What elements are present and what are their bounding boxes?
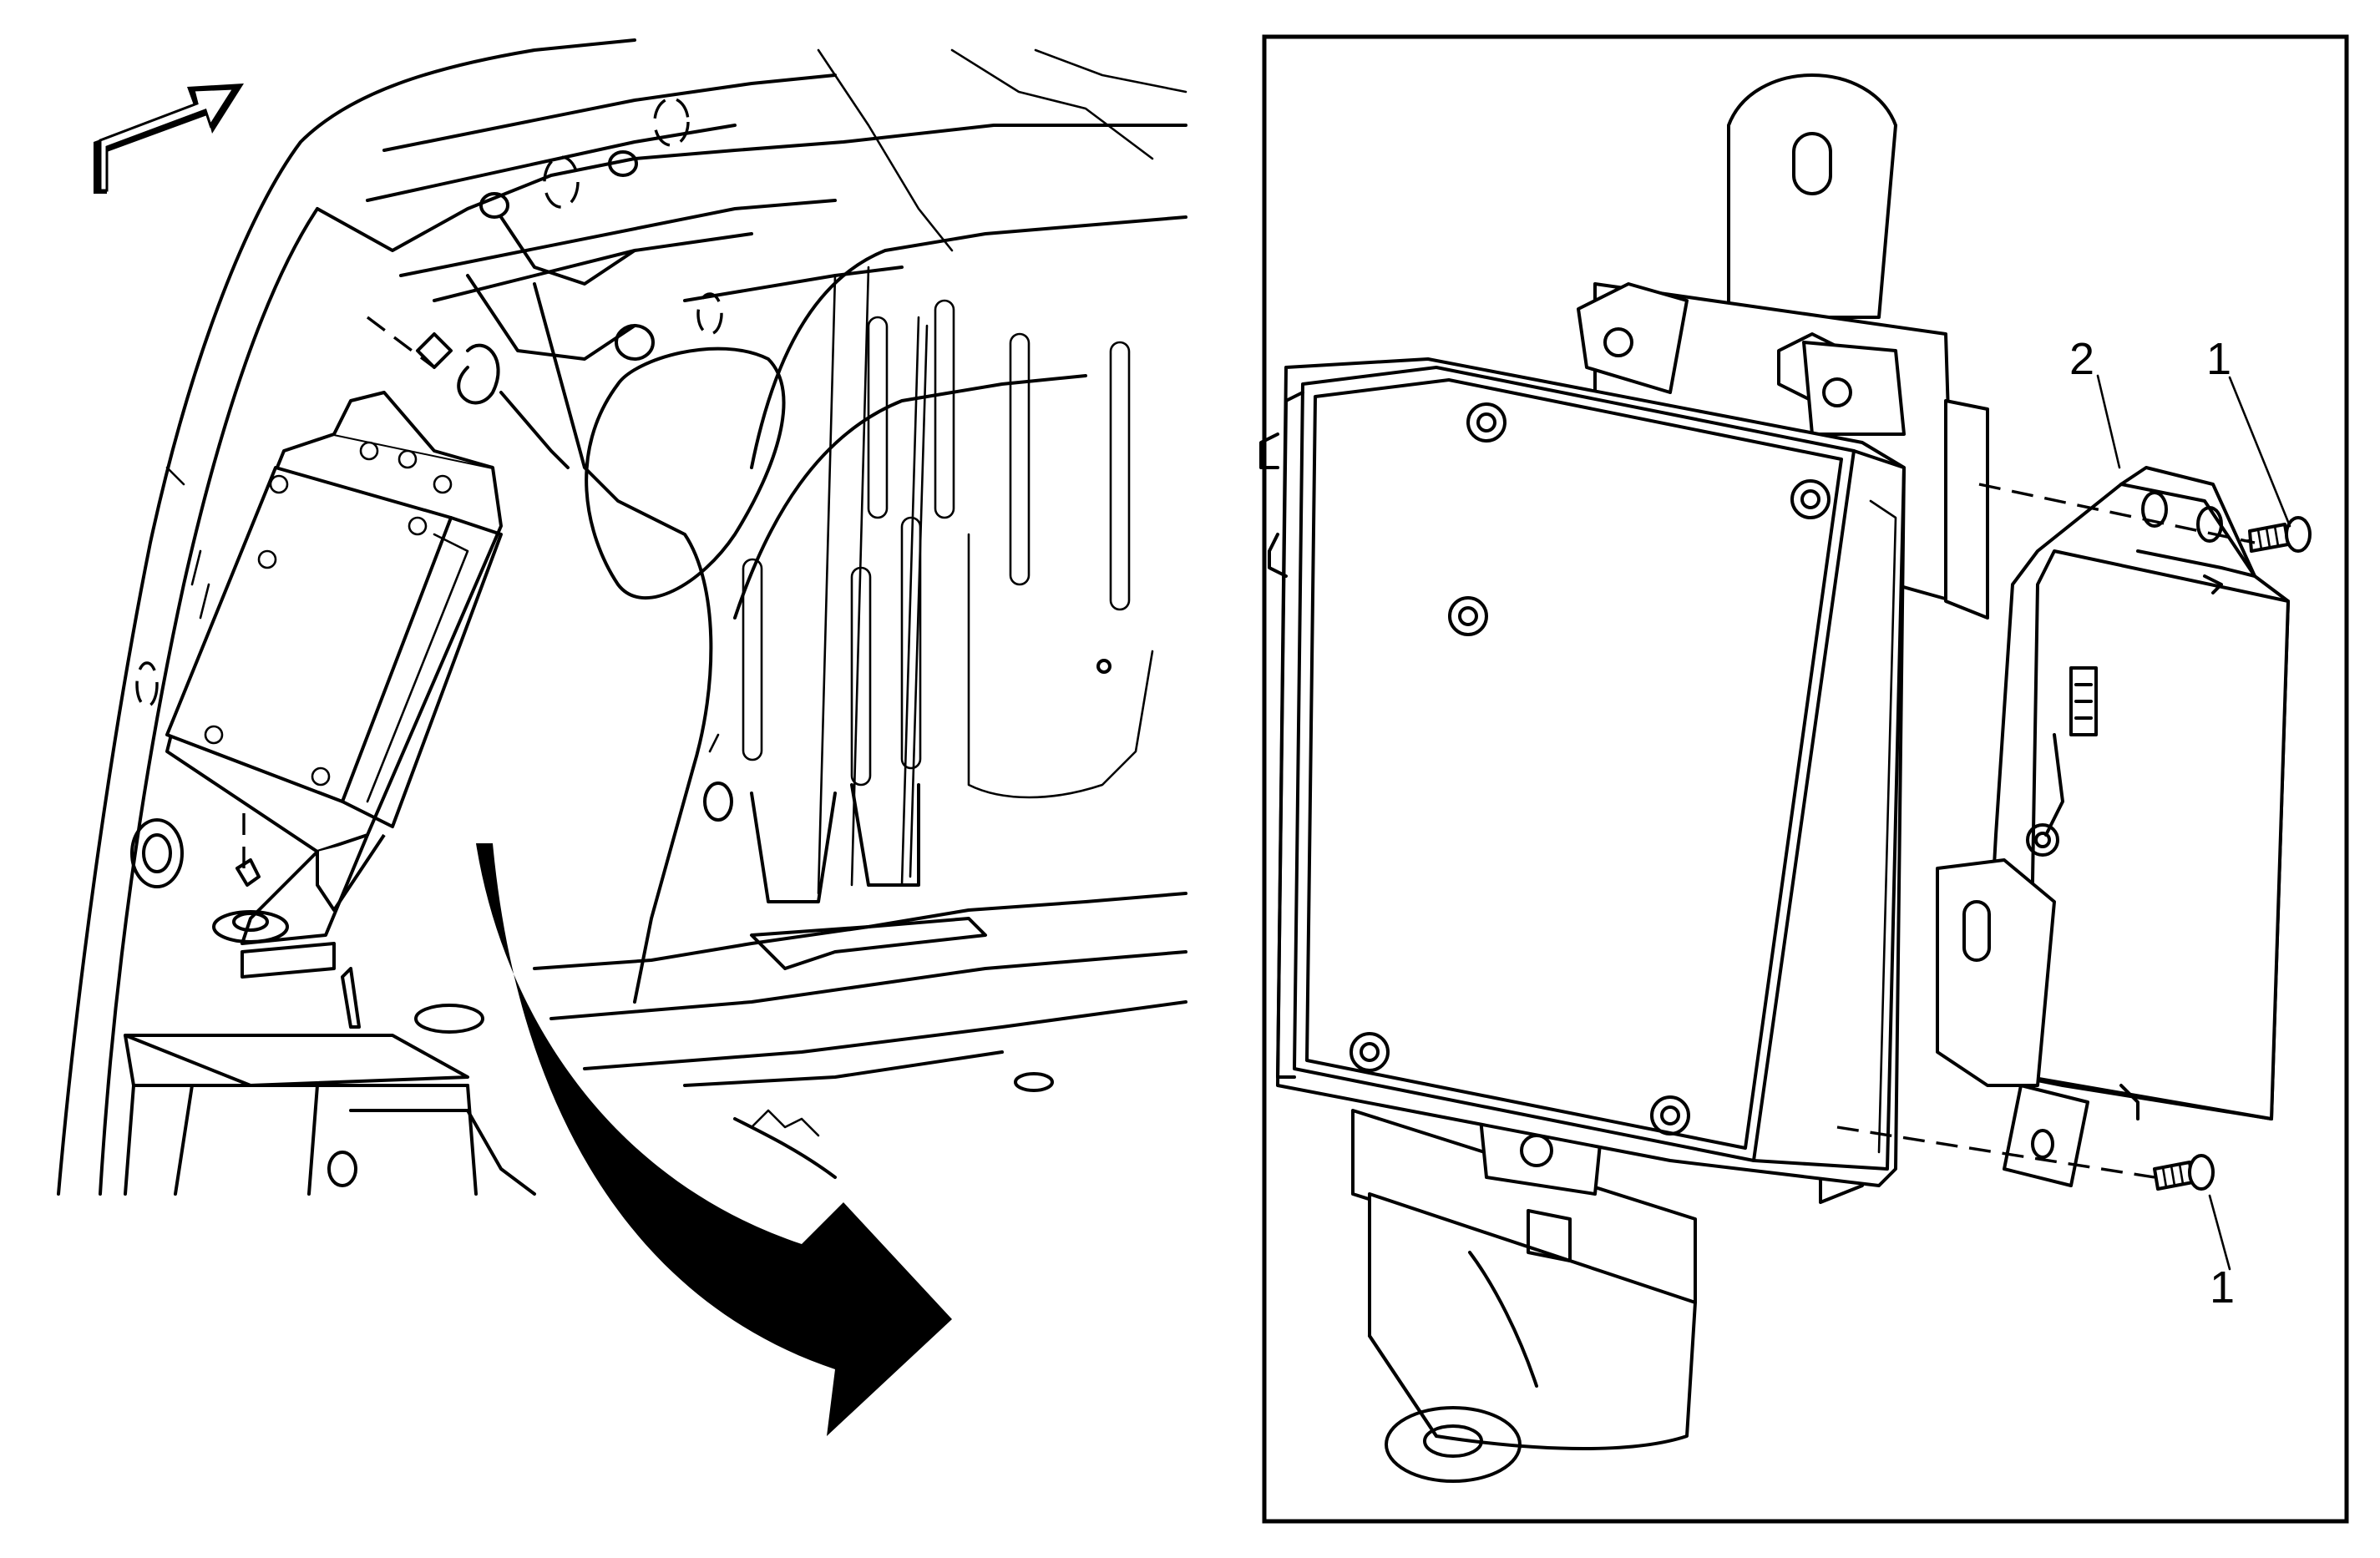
callout-1-lower-leader xyxy=(2208,1194,2231,1271)
rear-quarter-structure xyxy=(57,38,1187,1196)
module-installed-location xyxy=(165,316,570,1029)
antenna-bracket xyxy=(1936,466,2290,1187)
screw-upper-icon xyxy=(2243,516,2312,553)
callout-screw-upper: 1 xyxy=(2206,334,2231,384)
electronic-control-module xyxy=(1259,357,1906,1187)
callout-screw-lower: 1 xyxy=(2210,1262,2235,1313)
callout-bracket: 2 xyxy=(2069,334,2094,384)
callout-1-upper-leader xyxy=(2228,376,2291,528)
vehicle-location-view xyxy=(57,38,1187,1436)
lower-fastener-axis xyxy=(1836,1126,2155,1179)
detail-transition-arrow-icon xyxy=(476,843,952,1436)
component-detail-view: 2 1 1 xyxy=(1259,34,2349,1524)
screw-lower-icon xyxy=(2153,1154,2215,1191)
upper-fastener-axis xyxy=(1978,483,2256,544)
vehicle-front-arrow-icon xyxy=(94,83,244,194)
callout-2-leader xyxy=(2096,374,2121,469)
